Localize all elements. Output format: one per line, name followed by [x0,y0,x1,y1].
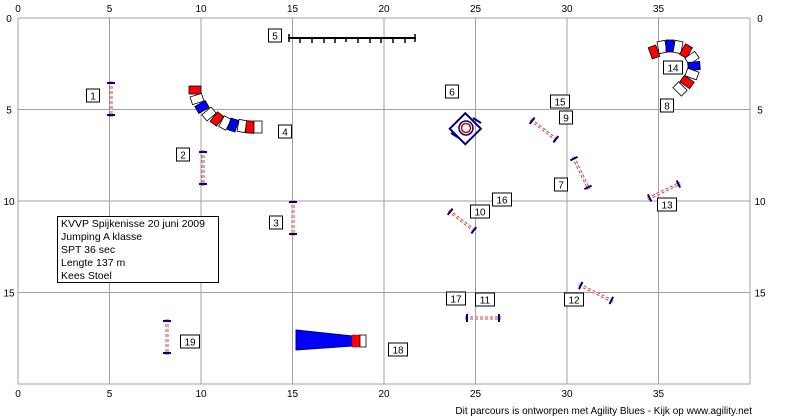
info-line-club: KVVP Spijkenisse 20 juni 2009 [61,218,205,230]
x-tick-label: 0 [15,389,21,400]
y-tick-label: 15 [754,289,766,300]
svg-text:17: 17 [450,295,462,306]
obstacle-number-label: 14 [663,60,683,75]
obstacle-number-label: 6 [445,84,459,99]
jump-obstacle[interactable] [163,319,171,355]
dogwalk-obstacle[interactable] [288,34,416,43]
x-tick-label: 30 [561,389,573,400]
x-tick-label: 35 [653,4,665,15]
jump-obstacle[interactable] [446,207,478,235]
y-tick-label: 0 [6,14,12,25]
svg-text:15: 15 [554,98,566,109]
jump-obstacle[interactable] [577,281,615,305]
tire-obstacle[interactable] [448,111,483,146]
info-line-judge: Kees Stoel [61,270,112,282]
svg-text:11: 11 [480,296,491,307]
chute-obstacle[interactable] [295,329,367,351]
svg-text:13: 13 [661,201,673,212]
info-line-spt: SPT 36 sec [61,244,116,256]
tunnel-4[interactable] [188,85,263,134]
x-tick-label: 5 [107,4,113,15]
obstacle-number-label: 2 [176,147,190,162]
obstacle-number-label: 18 [388,342,408,357]
obstacle-number-label: 9 [559,110,573,125]
x-axis-top: 0 5 10 15 20 25 30 35 [15,4,664,15]
x-tick-label: 25 [470,389,482,400]
jump-obstacle[interactable] [569,155,593,191]
x-tick-label: 15 [287,389,299,400]
y-tick-label: 10 [3,197,15,208]
x-axis-bottom: 0 5 10 15 20 25 30 35 [15,389,664,400]
x-tick-label: 30 [561,4,573,15]
y-axis-left: 0 5 10 15 [3,14,15,300]
jump-obstacle[interactable] [289,200,297,236]
svg-text:7: 7 [558,181,564,192]
info-line-length: Lengte 137 m [61,257,126,269]
x-tick-label: 20 [378,389,390,400]
footer-credit: Dit parcours is ontworpen met Agility Bl… [455,406,752,417]
x-tick-label: 25 [470,4,482,15]
svg-text:5: 5 [272,32,278,43]
svg-text:9: 9 [563,114,569,125]
svg-text:2: 2 [180,151,186,162]
grid-lines [17,17,751,385]
svg-text:16: 16 [496,196,508,207]
obstacle-number-label: 4 [278,124,292,139]
x-tick-label: 20 [378,4,390,15]
jump-obstacle[interactable] [528,116,560,144]
obstacle-number-label: 5 [268,28,282,43]
obstacle-number-label: 12 [564,292,584,307]
obstacle-number-label: 11 [475,292,495,307]
x-tick-label: 10 [195,389,207,400]
svg-text:14: 14 [667,64,679,75]
y-tick-label: 10 [754,197,766,208]
obstacle-number-label: 16 [492,192,512,207]
y-tick-label: 0 [757,14,763,25]
obstacle-number-label: 10 [470,204,490,219]
svg-text:4: 4 [282,128,288,139]
obstacle-number-label: 15 [550,94,570,109]
obstacle-number-label: 3 [269,215,283,230]
obstacle-number-label: 1 [86,88,100,103]
svg-text:3: 3 [273,219,279,230]
obstacle-number-label: 13 [657,197,677,212]
y-tick-label: 15 [3,289,15,300]
jumps-layer [107,81,682,355]
obstacle-number-label: 8 [660,98,674,113]
x-tick-label: 10 [195,4,207,15]
svg-text:1: 1 [90,92,96,103]
jump-obstacle[interactable] [107,81,115,117]
y-tick-label: 5 [6,106,12,117]
obstacle-number-label: 17 [446,291,466,306]
svg-text:19: 19 [184,338,196,349]
x-tick-label: 5 [107,389,113,400]
svg-text:12: 12 [568,296,580,307]
jump-obstacle[interactable] [646,179,682,203]
course-info-box: KVVP Spijkenisse 20 juni 2009 Jumping A … [57,216,219,283]
x-tick-label: 35 [653,389,665,400]
x-tick-label: 0 [15,4,21,15]
svg-text:6: 6 [449,88,455,99]
x-tick-label: 15 [287,4,299,15]
svg-text:18: 18 [392,346,404,357]
info-line-class: Jumping A klasse [61,231,143,243]
obstacle-number-label: 19 [180,334,200,349]
jump-obstacle[interactable] [199,150,207,186]
svg-text:10: 10 [474,208,486,219]
y-tick-label: 5 [757,106,763,117]
obstacle-number-label: 7 [554,177,568,192]
jump-obstacle[interactable] [465,314,501,322]
svg-text:8: 8 [664,102,670,113]
tunnel-8-14[interactable] [647,39,701,97]
y-axis-right: 0 5 10 15 [754,14,766,300]
